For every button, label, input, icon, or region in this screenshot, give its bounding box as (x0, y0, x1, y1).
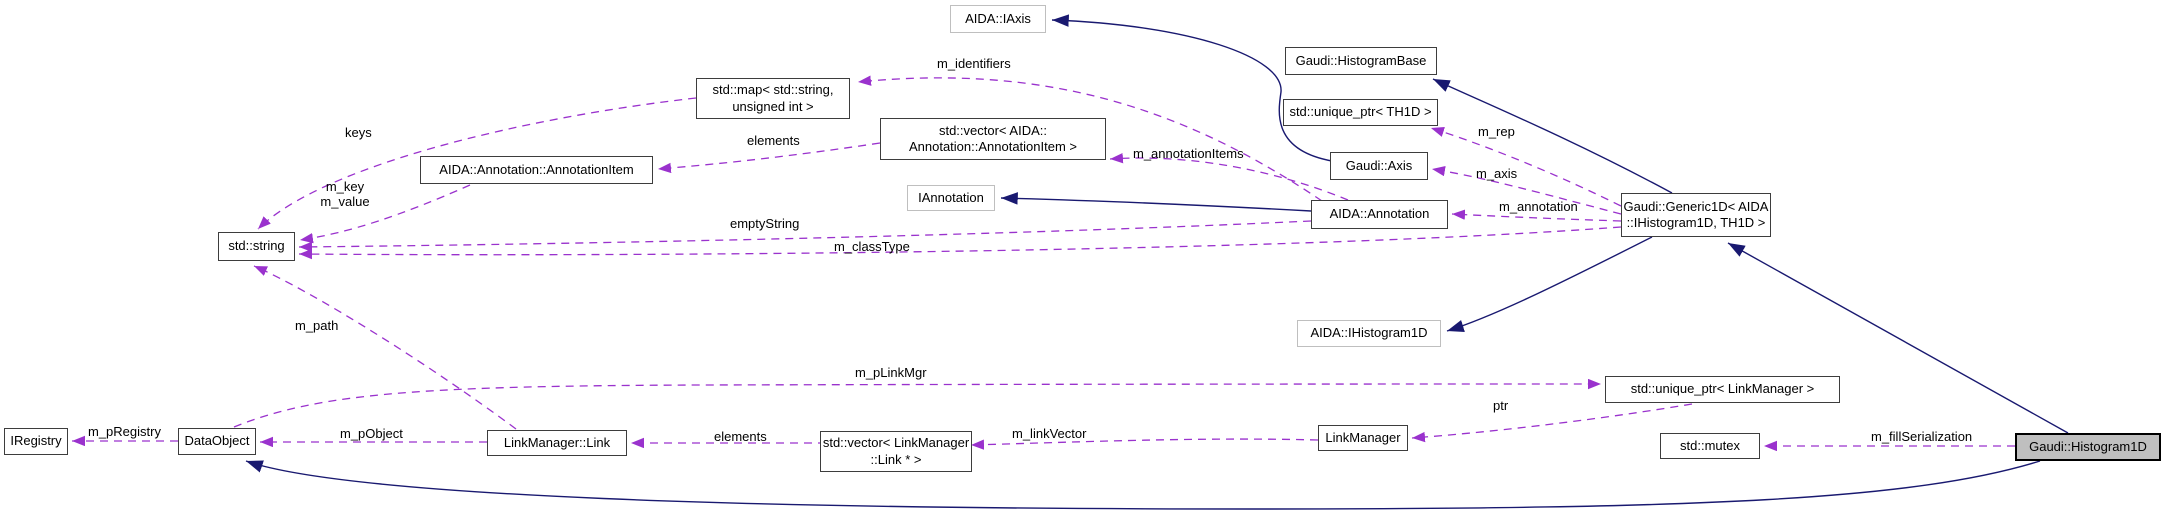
edge-label-m-annotation: m_annotation (1499, 199, 1578, 214)
edge-keys (257, 97, 697, 230)
edge-m-key-m-value (299, 184, 471, 244)
node-gaudi-histogrambase[interactable]: Gaudi::HistogramBase (1285, 47, 1437, 75)
edge-label-m-classtype: m_classType (834, 239, 910, 254)
edge-label-elements-bottom: elements (714, 429, 767, 444)
edge-label-m-pregistry: m_pRegistry (88, 424, 161, 439)
edge-m-linkvector (970, 438, 1319, 450)
edge-label-m-axis: m_axis (1476, 166, 1518, 181)
edge-label-m-fillserialization: m_fillSerialization (1871, 429, 1973, 444)
node-iannotation: IAnnotation (907, 185, 995, 211)
edge-label-m-pobject: m_pObject (340, 426, 403, 441)
node-unique-ptr-th1d[interactable]: std::unique_ptr< TH1D > (1283, 99, 1438, 126)
edge-emptystring (298, 220, 1312, 253)
edge-m-axis (1431, 165, 1622, 215)
node-linkmanager-link[interactable]: LinkManager::Link (487, 430, 627, 456)
edge-generic1d-to-histogrambase (1432, 78, 1673, 194)
edge-m-classtype (298, 226, 1622, 260)
edge-label-m-plinkmgr: m_pLinkMgr (855, 365, 927, 380)
edge-m-rep (1430, 126, 1622, 207)
edge-label-m-identifiers: m_identifiers (937, 56, 1011, 71)
node-std-string[interactable]: std::string (218, 232, 295, 261)
edge-histogram1d-to-generic1d (1727, 242, 2069, 434)
node-std-vector-annotationitem[interactable]: std::vector< AIDA:: Annotation::Annotati… (880, 118, 1106, 160)
edge-label-m-linkvector: m_linkVector (1012, 426, 1087, 441)
edge-annotation-to-iannotation (1000, 192, 1312, 212)
edge-label-m-annotationitems: m_annotationItems (1133, 146, 1244, 161)
node-annotationitem[interactable]: AIDA::Annotation::AnnotationItem (420, 156, 653, 184)
node-unique-ptr-linkmanager[interactable]: std::unique_ptr< LinkManager > (1605, 376, 1840, 403)
node-std-mutex[interactable]: std::mutex (1660, 433, 1760, 459)
node-aida-ihistogram1d: AIDA::IHistogram1D (1297, 320, 1441, 347)
edge-label-emptystring: emptyString (730, 216, 800, 231)
edge-generic1d-to-ihistogram1d (1446, 236, 1653, 332)
edge-axis-to-iaxis (1051, 14, 1333, 162)
node-std-vector-link[interactable]: std::vector< LinkManager ::Link * > (820, 431, 972, 472)
edge-label-keys: keys (345, 125, 372, 140)
node-linkmanager[interactable]: LinkManager (1318, 425, 1408, 451)
node-gaudi-axis[interactable]: Gaudi::Axis (1330, 152, 1428, 180)
edge-m-annotationitems (1109, 152, 1349, 201)
edge-m-identifiers (857, 75, 1323, 202)
node-aida-annotation[interactable]: AIDA::Annotation (1311, 200, 1448, 229)
edge-m-plinkmgr (233, 378, 1602, 428)
edge-ptr (1411, 403, 1693, 443)
node-aida-iaxis: AIDA::IAxis (950, 5, 1046, 33)
node-gaudi-histogram1d[interactable]: Gaudi::Histogram1D (2015, 433, 2161, 461)
node-iregistry[interactable]: IRegistry (4, 428, 68, 455)
edge-m-path (253, 265, 517, 430)
node-dataobject[interactable]: DataObject (178, 428, 256, 455)
edge-label-elements-top: elements (747, 133, 800, 148)
edge-label-m-key-m-value: m_key m_value (320, 179, 370, 209)
edge-elements-top (657, 142, 881, 174)
edge-label-m-path: m_path (295, 318, 339, 333)
edge-label-ptr: ptr (1493, 398, 1509, 413)
node-gaudi-generic1d[interactable]: Gaudi::Generic1D< AIDA ::IHistogram1D, T… (1621, 193, 1771, 237)
edge-histogram1d-to-dataobject (245, 460, 2041, 510)
node-std-map[interactable]: std::map< std::string, unsigned int > (696, 78, 850, 119)
edge-label-m-rep: m_rep (1478, 124, 1515, 139)
edge-m-annotation (1451, 209, 1622, 222)
